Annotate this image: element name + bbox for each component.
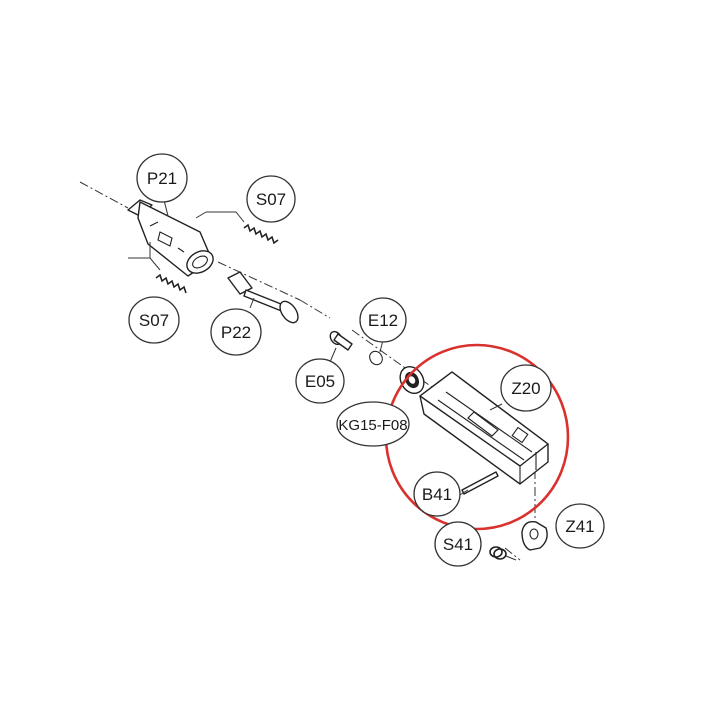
leader-e05 — [329, 347, 337, 363]
part-s07-bottom — [128, 242, 187, 294]
assembly-axis-lower — [504, 547, 521, 561]
label-s07-top-text: S07 — [256, 190, 286, 209]
part-e05 — [329, 330, 353, 351]
label-kg15-f08: KG15-F08 — [336, 401, 410, 447]
label-p22-text: P22 — [221, 323, 251, 342]
leader-p22 — [249, 297, 255, 309]
part-p21 — [127, 199, 214, 277]
label-z20: Z20 — [500, 364, 552, 412]
label-b41: B41 — [413, 471, 461, 517]
label-p21-text: P21 — [147, 169, 177, 188]
assembly-axis — [79, 181, 536, 520]
label-z20-text: Z20 — [511, 379, 540, 398]
label-p21: P21 — [136, 153, 188, 203]
part-s07-top — [195, 211, 279, 245]
part-s41 — [489, 546, 517, 561]
part-kg15-f08 — [399, 365, 425, 395]
label-b41-text: B41 — [422, 485, 452, 504]
leader-z20 — [489, 403, 503, 411]
label-e12-text: E12 — [368, 311, 398, 330]
label-s41: S41 — [434, 521, 482, 567]
label-e05-text: E05 — [305, 372, 335, 391]
part-z41 — [521, 521, 548, 551]
part-z20 — [419, 371, 549, 485]
label-s07-bottom-text: S07 — [139, 311, 169, 330]
label-s41-text: S41 — [443, 535, 473, 554]
label-z41: Z41 — [555, 503, 605, 549]
part-p22 — [227, 271, 299, 324]
label-s07-top: S07 — [246, 175, 296, 223]
part-e12 — [369, 350, 383, 366]
label-s07-bottom: S07 — [128, 296, 180, 344]
label-z41-text: Z41 — [565, 517, 594, 536]
label-p22: P22 — [210, 308, 262, 356]
label-e12: E12 — [359, 297, 407, 343]
label-kg15-f08-text: KG15-F08 — [338, 417, 407, 434]
leader-p21 — [163, 199, 169, 217]
label-e05: E05 — [295, 358, 345, 404]
